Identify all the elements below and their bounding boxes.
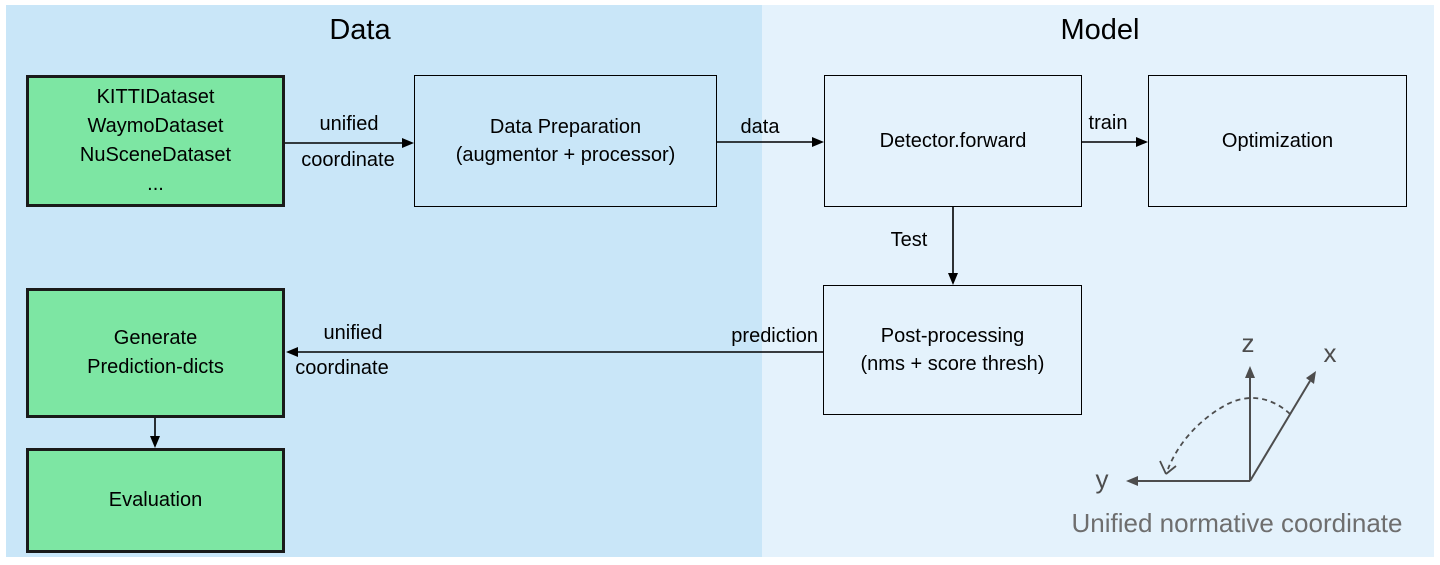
generate-label: Generate	[113, 327, 198, 349]
arrow-label-test: Test	[890, 229, 928, 251]
arrow-label-unified: unified	[319, 113, 379, 135]
dataset-ellipsis: ...	[147, 173, 164, 195]
optimization-box: Optimization	[1148, 75, 1407, 207]
data-preparation-sublabel: (augmentor + processor)	[455, 144, 676, 166]
post-processing-box: Post-processing (nms + score thresh)	[823, 285, 1082, 415]
x-axis-label: x	[1323, 338, 1337, 368]
dataset-name: WaymoDataset	[87, 115, 224, 137]
post-processing-sublabel: (nms + score thresh)	[860, 353, 1045, 375]
arrow-label-prediction: prediction	[731, 325, 818, 347]
arrow-label-unified: unified	[323, 322, 383, 344]
data-preparation-box: Data Preparation (augmentor + processor)	[414, 75, 717, 207]
coordinate-caption: Unified normative coordinate	[1071, 508, 1403, 538]
data-section-title: Data	[329, 14, 391, 46]
evaluation-label: Evaluation	[108, 489, 203, 511]
generate-prediction-dicts-box: Generate Prediction-dicts	[26, 288, 285, 418]
detector-forward-box: Detector.forward	[824, 75, 1082, 207]
post-processing-label: Post-processing	[880, 325, 1025, 347]
dataset-name: NuSceneDataset	[79, 144, 232, 166]
optimization-label: Optimization	[1221, 129, 1334, 152]
dataset-name: KITTIDataset	[96, 86, 215, 108]
data-preparation-label: Data Preparation	[489, 116, 642, 138]
datasets-box: KITTIDataset WaymoDataset NuSceneDataset…	[26, 75, 285, 207]
model-section-title: Model	[1060, 14, 1140, 46]
arrow-label-train: train	[1088, 112, 1128, 134]
arrow-label-data: data	[740, 116, 780, 138]
z-axis-label: z	[1241, 328, 1255, 358]
detector-forward-label: Detector.forward	[879, 129, 1027, 152]
y-axis-label: y	[1095, 464, 1109, 494]
arrow-label-coordinate: coordinate	[295, 357, 389, 379]
evaluation-box: Evaluation	[26, 448, 285, 553]
arrow-label-coordinate: coordinate	[301, 149, 395, 171]
prediction-dicts-label: Prediction-dicts	[87, 356, 224, 378]
